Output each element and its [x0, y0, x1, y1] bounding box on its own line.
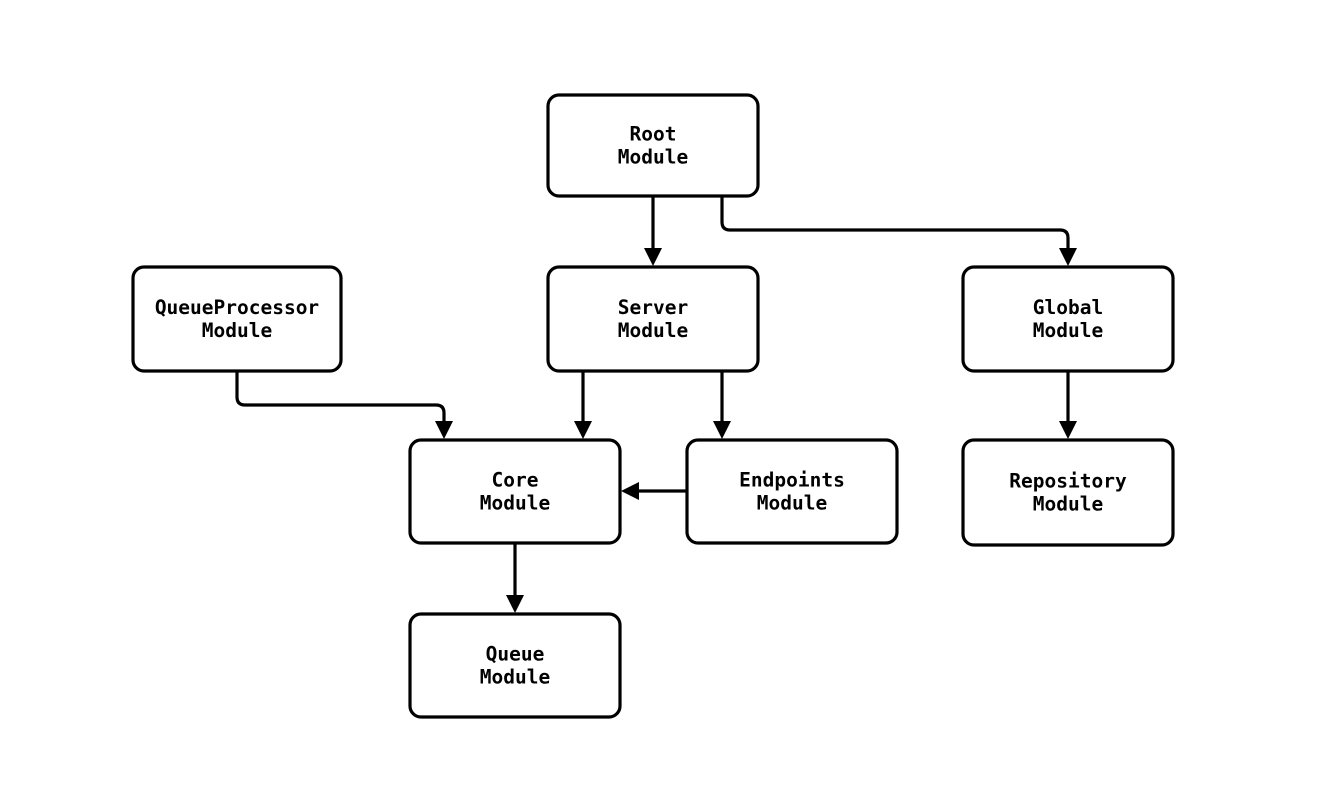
- edge-global-to-repository: [1059, 371, 1077, 439]
- edge-core-to-queue: [506, 543, 524, 613]
- node-label-line2: Module: [1033, 319, 1103, 342]
- node-label-line1: Endpoints: [739, 468, 845, 491]
- node-box[interactable]: [685, 438, 899, 545]
- node-label-line1: QueueProcessor: [155, 296, 319, 319]
- edge-queueprocessor-to-core: [235, 371, 453, 439]
- node-box[interactable]: [408, 612, 622, 719]
- edge-root-to-global: [720, 196, 1077, 266]
- node-label-line2: Module: [757, 491, 827, 514]
- arrowhead-icon: [435, 421, 453, 439]
- arrowhead-icon: [644, 248, 662, 266]
- node-label-line2: Module: [618, 319, 688, 342]
- edge-root-to-server: [644, 196, 662, 266]
- node-label-line1: Repository: [1009, 469, 1127, 492]
- node-label-line2: Module: [480, 665, 550, 688]
- arrowhead-icon: [1059, 421, 1077, 439]
- node-box[interactable]: [546, 93, 760, 198]
- arrowhead-icon: [713, 421, 731, 439]
- node-box[interactable]: [131, 265, 343, 373]
- arrowhead-icon: [621, 482, 639, 500]
- arrowhead-icon: [506, 595, 524, 613]
- node-label-line2: Module: [202, 319, 272, 342]
- edge-line: [235, 371, 446, 426]
- node-label-line2: Module: [618, 145, 688, 168]
- edges-layer: [235, 196, 1077, 613]
- node-label-line2: Module: [1033, 492, 1103, 515]
- edge-endpoints-to-core: [621, 482, 687, 500]
- node-label-line1: Core: [492, 468, 539, 491]
- edge-line: [720, 196, 1070, 253]
- edge-server-to-endpoints: [713, 371, 731, 439]
- node-label-line1: Global: [1033, 296, 1103, 319]
- node-label-line1: Queue: [486, 642, 545, 665]
- node-box[interactable]: [546, 265, 760, 373]
- arrowhead-icon: [1059, 248, 1077, 266]
- node-box[interactable]: [961, 265, 1175, 373]
- node-box[interactable]: [961, 438, 1175, 547]
- node-label-line1: Root: [630, 122, 677, 145]
- arrowhead-icon: [574, 421, 592, 439]
- edge-server-to-core: [574, 371, 592, 439]
- node-box[interactable]: [408, 438, 622, 545]
- node-label-line2: Module: [480, 491, 550, 514]
- node-label-line1: Server: [618, 296, 688, 319]
